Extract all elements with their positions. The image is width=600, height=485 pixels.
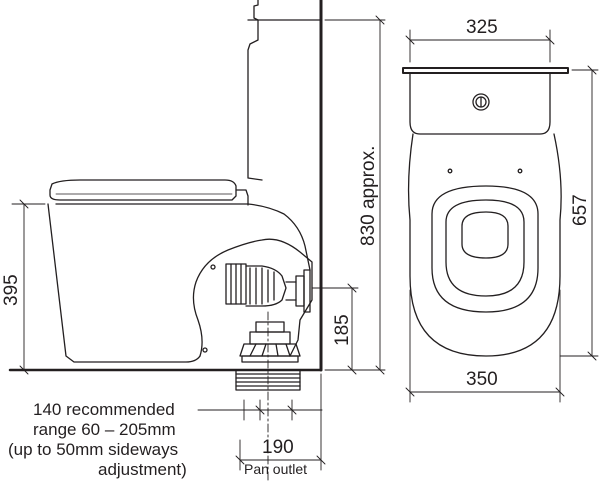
plan-dimension-lines	[405, 29, 599, 403]
dim-pan-width: 350	[466, 369, 498, 390]
pan-outlet-label: Pan outlet	[244, 461, 308, 477]
note-line-1: 140 recommended	[33, 400, 175, 419]
dim-outlet-setout: 190	[262, 437, 294, 458]
side-view-toilet	[8, 0, 323, 391]
dim-overall-depth: 657	[570, 194, 591, 226]
note-line-4: adjustment)	[98, 460, 187, 479]
dim-seat-height: 395	[1, 274, 22, 306]
note-line-2: range 60 – 205mm	[33, 420, 176, 439]
outlet-range-note: 140 recommended range 60 – 205mm (up to …	[8, 400, 187, 480]
dim-cistern-width: 325	[466, 17, 498, 38]
dim-outlet-height: 185	[332, 314, 353, 346]
side-dimension-lines	[11, 15, 386, 481]
plan-view-toilet	[402, 67, 569, 357]
note-line-3: (up to 50mm sideways	[8, 440, 179, 459]
dim-overall-height: 830 approx.	[358, 145, 379, 246]
